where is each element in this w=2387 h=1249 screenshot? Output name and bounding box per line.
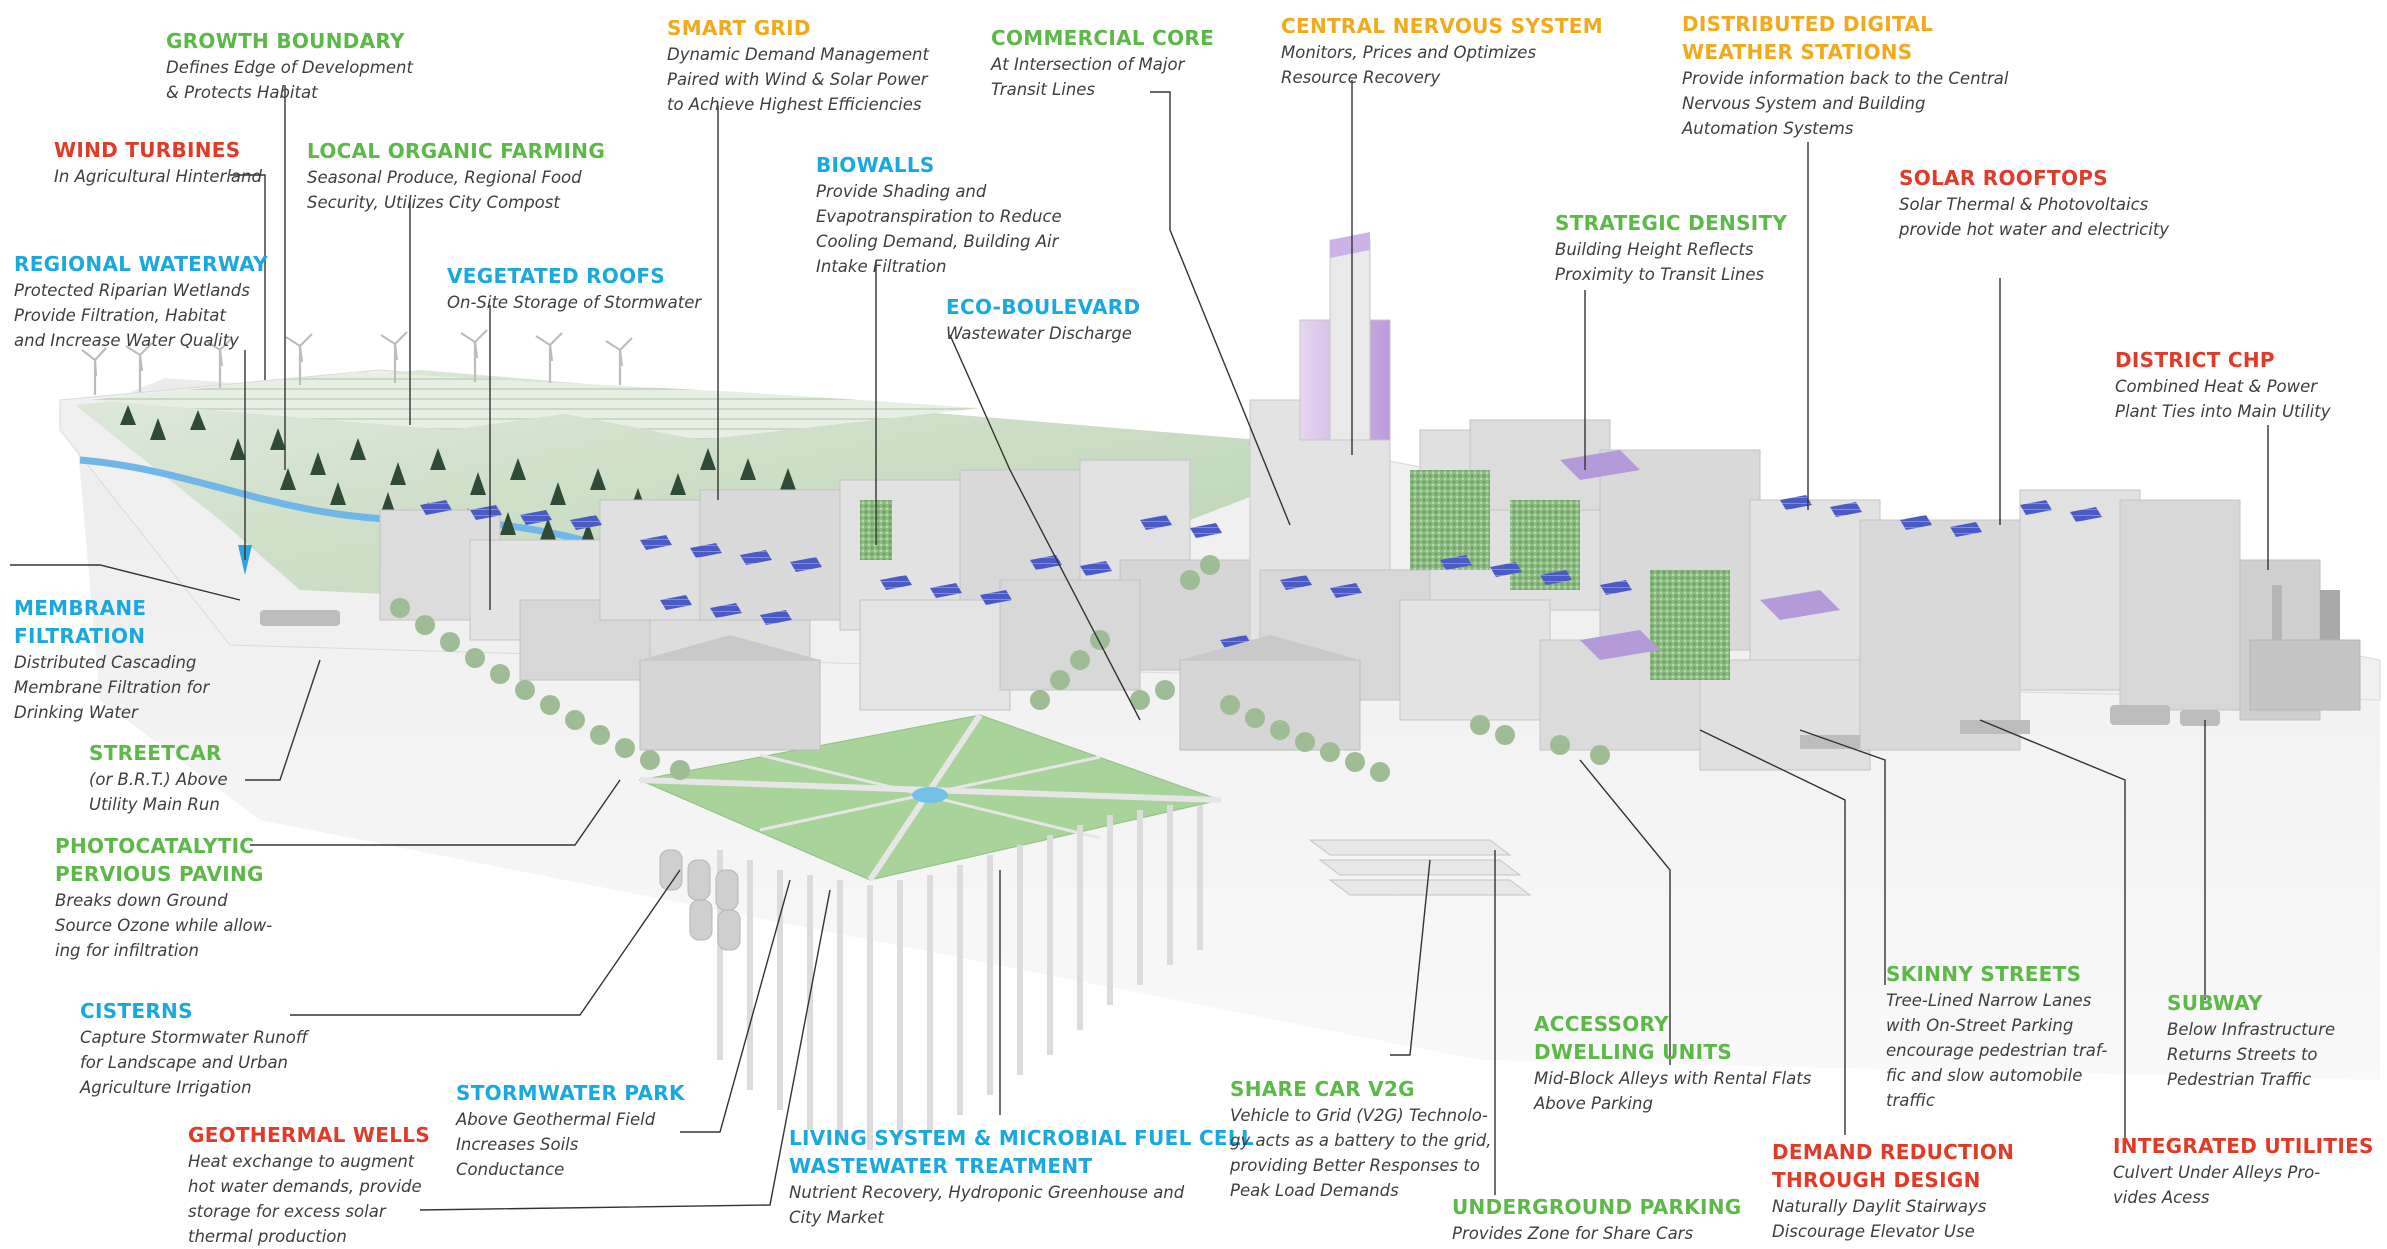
solar-panels bbox=[420, 450, 2102, 660]
label-geothermal-wells: GEOTHERMAL WELLS Heat exchange to augmen… bbox=[188, 1123, 431, 1246]
label-regional-waterway: REGIONAL WATERWAY Protected Riparian Wet… bbox=[14, 252, 268, 350]
wind-turbines-group bbox=[81, 329, 633, 395]
label-eco-boulevard: ECO-BOULEVARD Wastewater Discharge bbox=[946, 295, 1141, 343]
underground-infrastructure bbox=[260, 610, 2220, 1150]
label-wind-turbines: WIND TURBINES In Agricultural Hinterland bbox=[54, 138, 262, 186]
label-share-car-v2g: SHARE CAR V2G Vehicle to Grid (V2G) Tech… bbox=[1230, 1077, 1492, 1200]
label-central-nervous-system: CENTRAL NERVOUS SYSTEM Monitors, Prices … bbox=[1281, 14, 1603, 87]
street-trees bbox=[390, 555, 1610, 782]
label-growth-boundary: GROWTH BOUNDARY Defines Edge of Developm… bbox=[166, 29, 413, 102]
label-local-organic-farming: LOCAL ORGANIC FARMING Seasonal Produce, … bbox=[307, 139, 606, 212]
label-integrated-utilities: INTEGRATED UTILITIES Culvert Under Alley… bbox=[2113, 1134, 2374, 1207]
label-underground-parking: UNDERGROUND PARKING Provides Zone for Sh… bbox=[1452, 1195, 1742, 1243]
central-plaza bbox=[638, 635, 1361, 882]
label-solar-rooftops: SOLAR ROOFTOPS Solar Thermal & Photovolt… bbox=[1899, 166, 2170, 239]
label-strategic-density: STRATEGIC DENSITY Building Height Reflec… bbox=[1555, 211, 1788, 284]
biowalls-green-facades bbox=[860, 470, 1730, 680]
leader-lines bbox=[10, 80, 2269, 1211]
label-vegetated-roofs: VEGETATED ROOFS On-Site Storage of Storm… bbox=[447, 264, 702, 312]
label-commercial-core: COMMERCIAL CORE At Intersection of Major… bbox=[991, 26, 1215, 99]
